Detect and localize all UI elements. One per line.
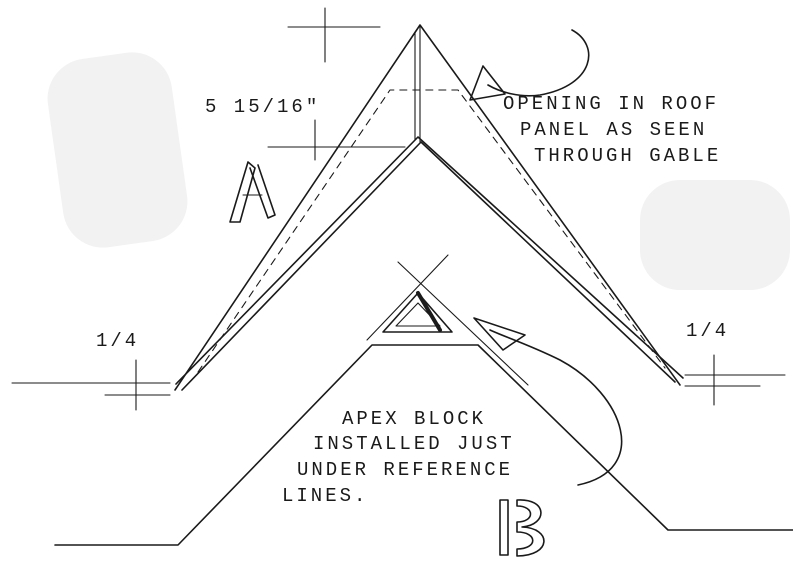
part-label-a-glyph xyxy=(229,161,276,223)
callout-line: UNDER REFERENCE xyxy=(297,459,514,481)
roof-panel xyxy=(174,24,684,391)
reference-line xyxy=(366,254,449,341)
callout-line: PANEL AS SEEN xyxy=(520,119,708,141)
dimension-label-right-offset: 1/4 xyxy=(686,320,730,342)
apex-block-arrow xyxy=(473,317,623,486)
callout-line: OPENING IN ROOF xyxy=(503,93,720,115)
right-offset-mark xyxy=(684,354,786,406)
callout-line: THROUGH GABLE xyxy=(534,145,722,167)
dimension-label-left-offset: 1/4 xyxy=(96,330,140,352)
apex-block xyxy=(382,291,453,333)
part-label-b-glyph xyxy=(499,499,545,557)
left-offset-mark xyxy=(11,359,171,411)
background-smudge-right xyxy=(640,180,790,290)
callout-line: INSTALLED JUST xyxy=(313,433,515,455)
callout-line: LINES. xyxy=(282,485,369,507)
roof-opening-arrow xyxy=(469,29,590,101)
callout-line: APEX BLOCK xyxy=(342,408,487,430)
gable-outline xyxy=(54,344,793,546)
reference-line xyxy=(397,261,529,386)
dimension-label-panel-height: 5 15/16" xyxy=(205,96,321,118)
